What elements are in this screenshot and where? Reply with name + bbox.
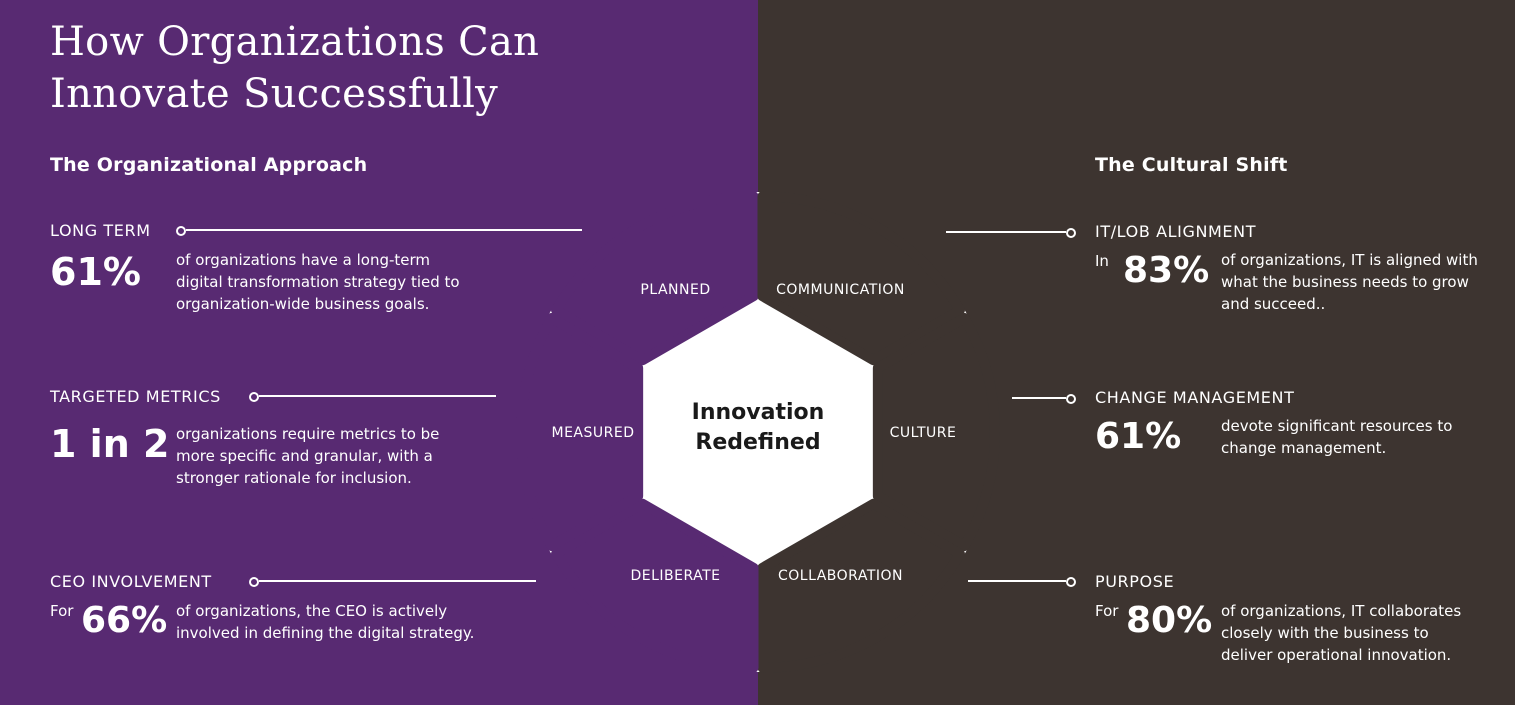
stat-description: of organizations, IT is aligned with wha…	[1221, 251, 1478, 313]
stat-label: LONG TERM	[50, 221, 151, 240]
stat-label: IT/LOB ALIGNMENT	[1095, 222, 1257, 241]
connector-line	[259, 395, 496, 397]
stat-change-management: CHANGE MANAGEMENT 61% devote significant…	[1095, 388, 1495, 488]
stat-purpose: PURPOSE For 80% of organizations, IT col…	[1095, 572, 1495, 672]
stat-value: 1 in 2	[50, 422, 170, 466]
stat-targeted-metrics: TARGETED METRICS 1 in 2 organizations re…	[50, 387, 490, 487]
segment-label-culture: CULTURE	[890, 425, 957, 441]
segment-label-measured: MEASURED	[552, 425, 635, 441]
connector-dot	[249, 577, 259, 587]
center-title-line-2: Redefined	[695, 430, 820, 455]
stat-long-term: LONG TERM 61% of organizations have a lo…	[50, 221, 490, 321]
title-line-2: Innovate Successfully	[50, 71, 499, 117]
connector-line	[259, 580, 536, 582]
segment-collaboration	[757, 498, 965, 673]
page-title: How Organizations Can Innovate Successfu…	[50, 16, 539, 120]
connector-line	[946, 231, 1066, 233]
stat-value: 61%	[50, 250, 141, 294]
connector-dot	[1066, 228, 1076, 238]
connector-line	[968, 580, 1066, 582]
segment-culture	[872, 313, 1000, 551]
stat-description: organizations require metrics to be more…	[176, 425, 440, 487]
stat-prefix: For	[1095, 602, 1119, 620]
segment-label-collaboration: COLLABORATION	[778, 568, 903, 584]
connector-dot	[176, 226, 186, 236]
wheel-segments: PLANNED COMMUNICATION CULTURE COLLABORATION…	[516, 191, 1000, 673]
stat-description: of organizations, IT collaborates closel…	[1221, 602, 1462, 664]
center-hexagon	[647, 304, 869, 560]
connector-dot	[249, 392, 259, 402]
segment-planned	[551, 191, 759, 366]
connector-line	[1012, 397, 1066, 399]
connector-dot	[1066, 577, 1076, 587]
stat-label: TARGETED METRICS	[50, 387, 221, 406]
segment-label-deliberate: DELIBERATE	[630, 568, 720, 584]
stat-it-lob-alignment: IT/LOB ALIGNMENT In 83% of organizations…	[1095, 222, 1495, 322]
title-line-1: How Organizations Can	[50, 19, 540, 65]
segment-label-communication: COMMUNICATION	[776, 282, 905, 298]
stat-ceo-involvement: CEO INVOLVEMENT For 66% of organizations…	[50, 572, 490, 672]
stat-value: 83%	[1123, 250, 1210, 291]
stat-label: CEO INVOLVEMENT	[50, 572, 212, 591]
connector-line	[186, 229, 582, 231]
center-title-line-1: Innovation	[692, 400, 825, 425]
left-section-heading: The Organizational Approach	[50, 154, 368, 176]
right-section-heading: The Cultural Shift	[1095, 154, 1288, 176]
stat-prefix: In	[1095, 252, 1109, 270]
segment-communication	[757, 191, 965, 366]
stat-prefix: For	[50, 602, 74, 620]
stat-label: CHANGE MANAGEMENT	[1095, 388, 1295, 407]
stat-description: devote significant resources to change m…	[1221, 417, 1453, 457]
segment-deliberate	[551, 498, 759, 673]
segment-measured	[516, 313, 644, 551]
connector-dot	[1066, 394, 1076, 404]
stat-label: PURPOSE	[1095, 572, 1175, 591]
stat-value: 61%	[1095, 416, 1182, 457]
stat-value: 80%	[1126, 600, 1213, 641]
stat-description: of organizations have a long-term digita…	[176, 251, 460, 313]
stat-description: of organizations, the CEO is actively in…	[176, 602, 475, 642]
segment-label-planned: PLANNED	[640, 282, 710, 298]
stat-value: 66%	[81, 600, 168, 641]
